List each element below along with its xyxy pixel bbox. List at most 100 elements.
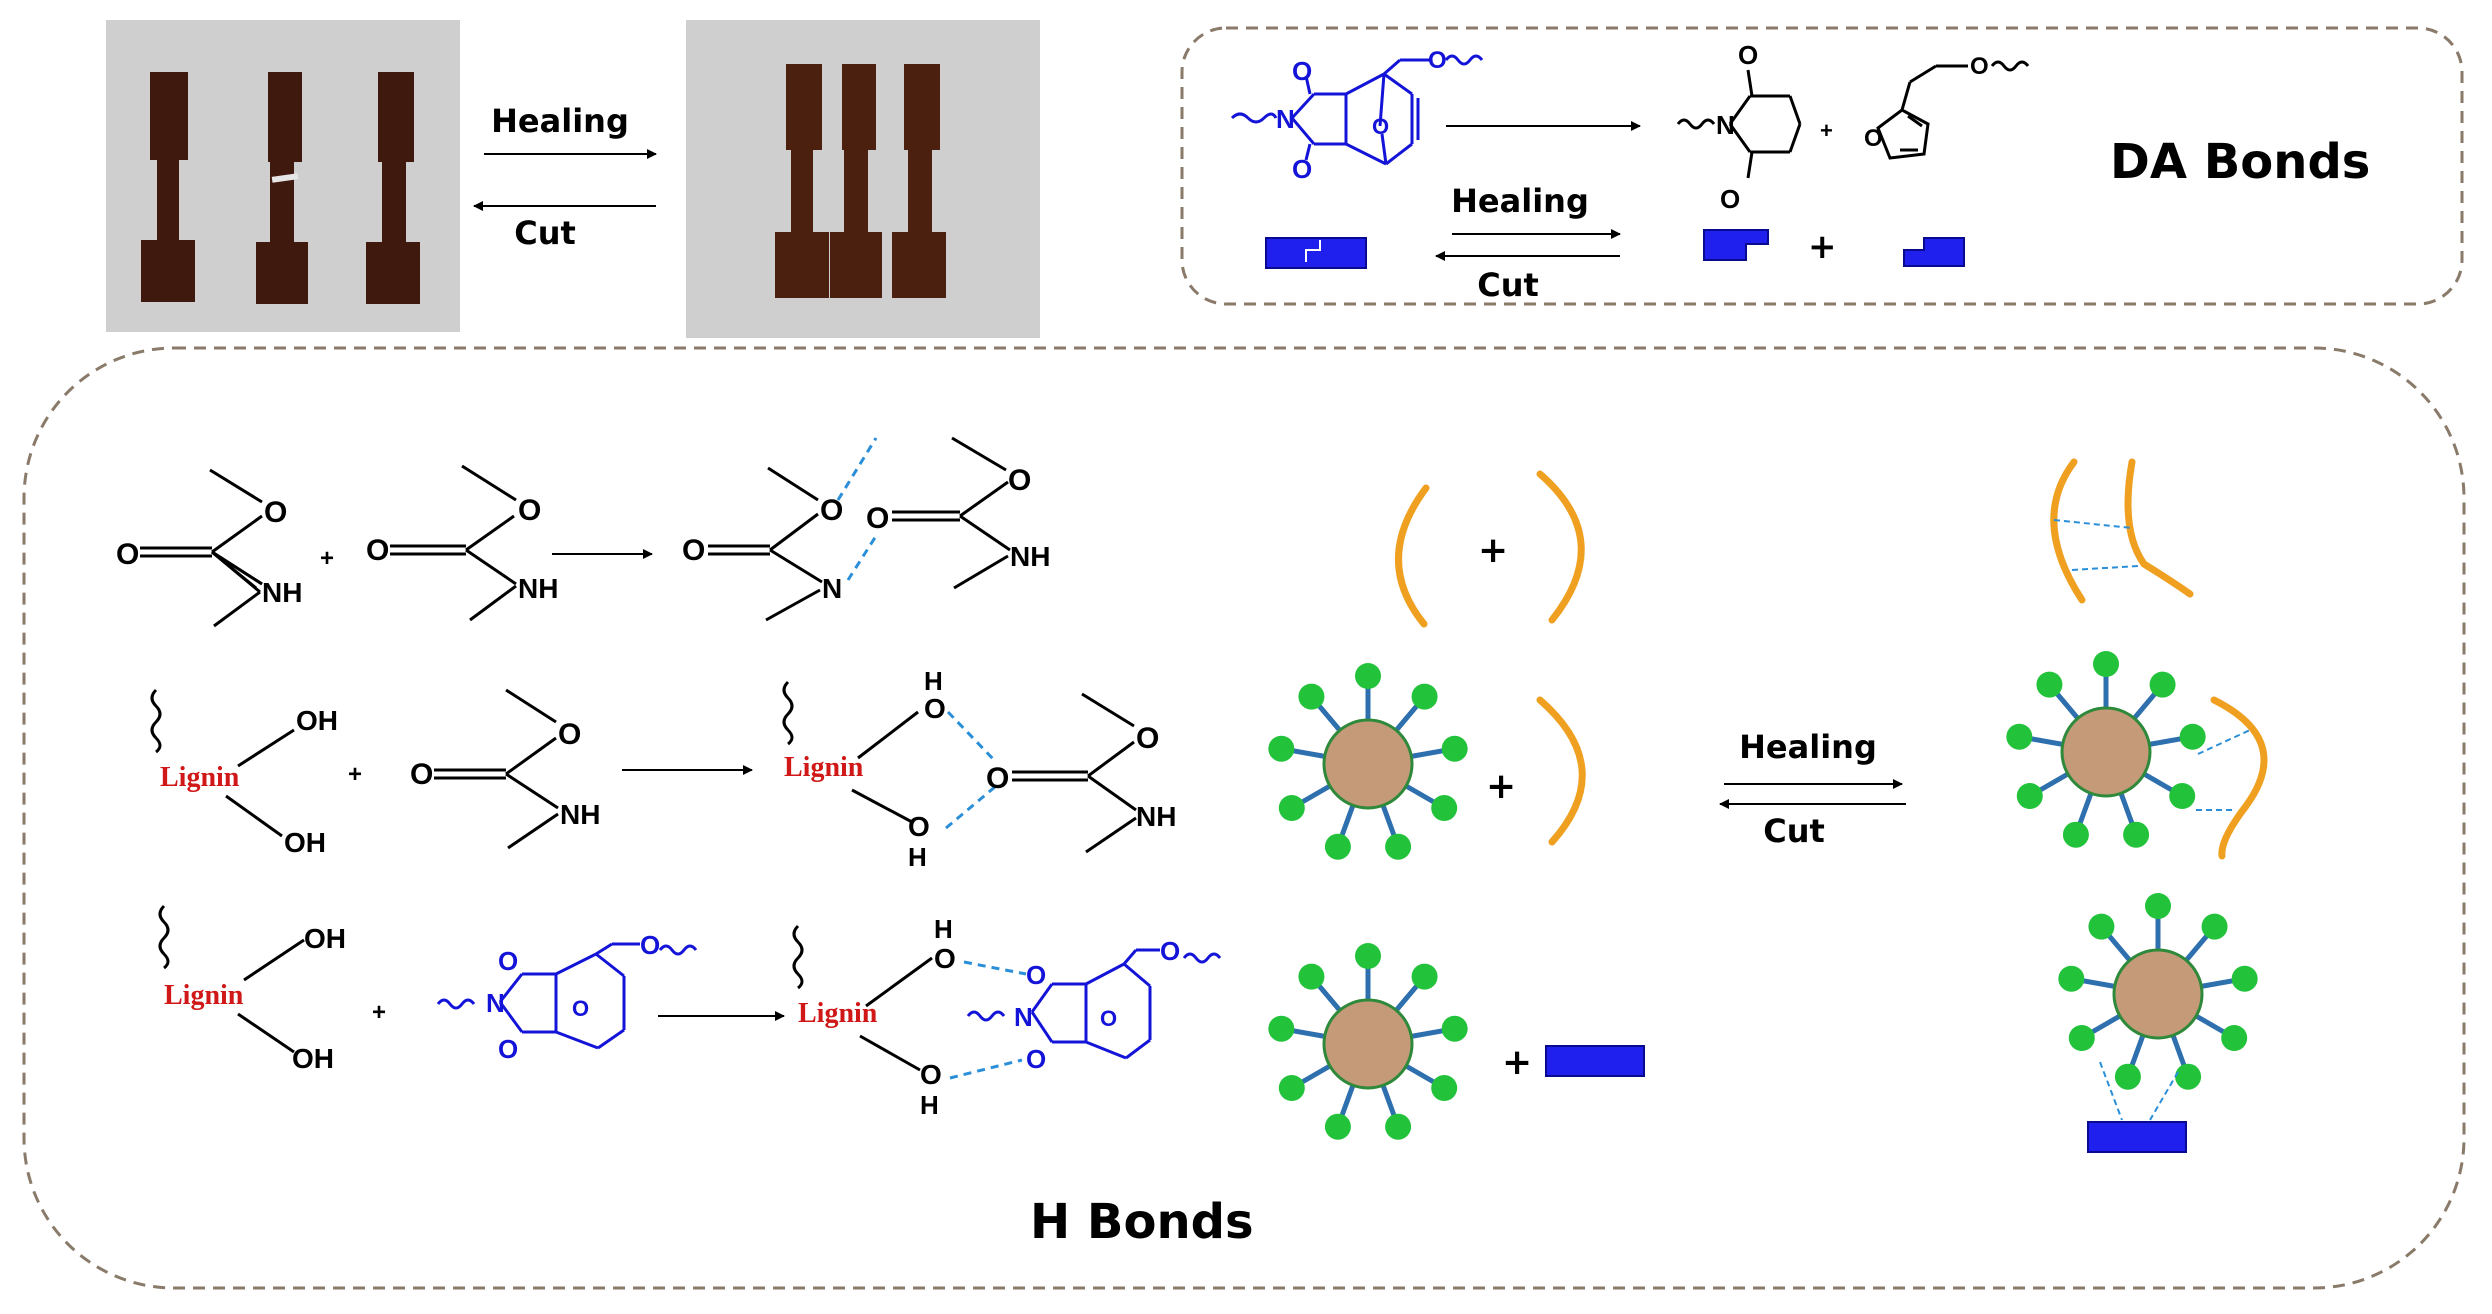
nanoparticle-bead xyxy=(1441,735,1468,762)
r1-o-carbonyl-b: O xyxy=(366,534,389,567)
r3-b-o1: O xyxy=(1026,960,1046,990)
r1-o-carbonyl-c: O xyxy=(682,534,705,567)
photo-after-healing xyxy=(686,20,1040,338)
da-small-plus: + xyxy=(1820,118,1833,143)
nanoparticle-bead xyxy=(2114,1063,2141,1090)
nanoparticle-core xyxy=(2112,948,2204,1040)
row3-atoms: Lignin OH OH + O N O O O Lignin H O O H … xyxy=(164,914,1180,1120)
r3-b-o-bridge: O xyxy=(1100,1006,1117,1031)
nanoparticle-core xyxy=(1322,998,1414,1090)
nanoparticle-bead xyxy=(1355,663,1381,689)
row3-icon-hbonds xyxy=(2099,1061,2179,1121)
r3-h-bottom: H xyxy=(920,1090,939,1120)
furan-structure xyxy=(1876,60,2030,160)
nanoparticle-bead xyxy=(2169,783,2196,809)
r1-n-c: N xyxy=(822,573,842,604)
nanoparticle-bead xyxy=(2006,723,2033,750)
da-adduct-n: N xyxy=(1276,104,1295,134)
nanoparticle-bead xyxy=(1385,1113,1412,1140)
nanoparticle-bead xyxy=(2149,671,2176,698)
row3-icon-plus: + xyxy=(1502,1042,1532,1083)
lignin-nanoparticle-row2 xyxy=(1268,663,1468,860)
lignin-nanoparticle-result-row2 xyxy=(2006,651,2206,848)
lignin-nanoparticle-result-row3 xyxy=(2058,893,2258,1090)
r3-a-n: N xyxy=(486,988,505,1018)
h-panel-frame xyxy=(22,346,2466,1290)
nanoparticle-bead xyxy=(1411,963,1438,990)
nanoparticle-bead xyxy=(1441,1015,1468,1042)
nanoparticle-bead xyxy=(2123,821,2150,848)
r3-a-o-ether: O xyxy=(640,930,660,960)
row1-icon-hbonds xyxy=(2053,519,2139,571)
nanoparticle-bead xyxy=(2058,965,2085,992)
r2-nh-b: NH xyxy=(1136,801,1176,832)
r2-o-ester-a: O xyxy=(558,718,581,751)
r3-o-top: O xyxy=(934,943,956,974)
nanoparticle-bead xyxy=(1324,1113,1351,1140)
maleimide-structure xyxy=(1676,69,1802,179)
r2-o-carbonyl-b: O xyxy=(986,762,1009,795)
nanoparticle-bead xyxy=(1278,1075,1305,1101)
polymer-chain-icons-row1 xyxy=(1395,458,2194,628)
schematic-healing-arrow: Healing Cut xyxy=(1719,728,1906,850)
nanoparticle-bead xyxy=(1385,833,1412,860)
r1-nh-a: NH xyxy=(262,577,302,608)
r2-h-bottom: H xyxy=(908,842,927,872)
r2-oh-top-a: OH xyxy=(296,705,338,736)
nanoparticle-bead xyxy=(1298,683,1325,710)
row2-atoms: Lignin OH OH + O O NH Lignin H O O H O O… xyxy=(160,666,1176,872)
da-adduct-o-ether: O xyxy=(1428,47,1447,74)
furan-atoms: O O xyxy=(1864,53,1989,152)
row2-hbonds xyxy=(945,710,998,830)
row2-icon-plus: + xyxy=(1486,766,1516,807)
nanoparticle-bead xyxy=(2088,913,2115,940)
da-adduct-o1: O xyxy=(1292,56,1312,86)
r2-o-ester-b: O xyxy=(1136,722,1159,755)
nanoparticle-bead xyxy=(2175,1063,2202,1090)
da-panel-title: DA Bonds xyxy=(2110,134,2370,190)
polymer-chain-row2 xyxy=(1536,696,1586,846)
da-block-plus: + xyxy=(1808,227,1837,267)
nanoparticle-bead xyxy=(1431,795,1458,821)
row3-da-adduct-b xyxy=(966,948,1222,1060)
r3-lignin-a: Lignin xyxy=(164,980,244,1011)
nanoparticle-bead xyxy=(2062,821,2089,848)
maleimide-o1: O xyxy=(1738,40,1758,70)
furan-o-ether: O xyxy=(1970,53,1989,80)
nanoparticle-bead xyxy=(1268,1015,1295,1042)
r3-plus: + xyxy=(372,999,386,1026)
h-healing-label: Healing xyxy=(1739,728,1877,766)
row3-hbonds xyxy=(949,960,1027,1080)
da-adduct-o2: O xyxy=(1292,154,1312,184)
r3-a-o1: O xyxy=(498,946,518,976)
maleimide-n: N xyxy=(1716,110,1735,140)
furan-o-ring: O xyxy=(1864,125,1883,152)
r1-o-carbonyl-d: O xyxy=(866,502,889,535)
photo-healing-arrow: Healing Cut xyxy=(473,102,657,252)
r2-o-carbonyl-a: O xyxy=(410,758,433,791)
photo-cut-label: Cut xyxy=(514,214,576,252)
r1-nh-d: NH xyxy=(1010,541,1050,572)
maleimide-atoms: O N O xyxy=(1716,40,1758,214)
r2-oh-bottom-a: OH xyxy=(284,827,326,858)
r3-lignin-b: Lignin xyxy=(798,998,878,1029)
nanoparticle-bead xyxy=(1278,795,1305,821)
r1-o-ester-d: O xyxy=(1008,464,1031,497)
r3-a-o-bridge: O xyxy=(572,996,589,1021)
row1-chemistry xyxy=(140,436,1011,628)
r2-o-top: O xyxy=(924,693,946,724)
da-healing-arrow: Healing Cut xyxy=(1435,182,1621,304)
h-cut-label: Cut xyxy=(1763,812,1825,850)
da-cut-label: Cut xyxy=(1477,266,1539,304)
row1-hbonds xyxy=(836,437,878,581)
r3-b-o2: O xyxy=(1026,1044,1046,1074)
r1-nh-b: NH xyxy=(518,573,558,604)
photo-before-healing xyxy=(106,20,460,332)
da-adduct-structure xyxy=(1230,54,1484,166)
r3-a-o2: O xyxy=(498,1034,518,1064)
r1-o-ester-a: O xyxy=(264,496,287,529)
r2-lignin-b: Lignin xyxy=(784,752,864,783)
nanoparticle-bead xyxy=(1324,833,1351,860)
r3-o-bottom: O xyxy=(920,1059,942,1090)
